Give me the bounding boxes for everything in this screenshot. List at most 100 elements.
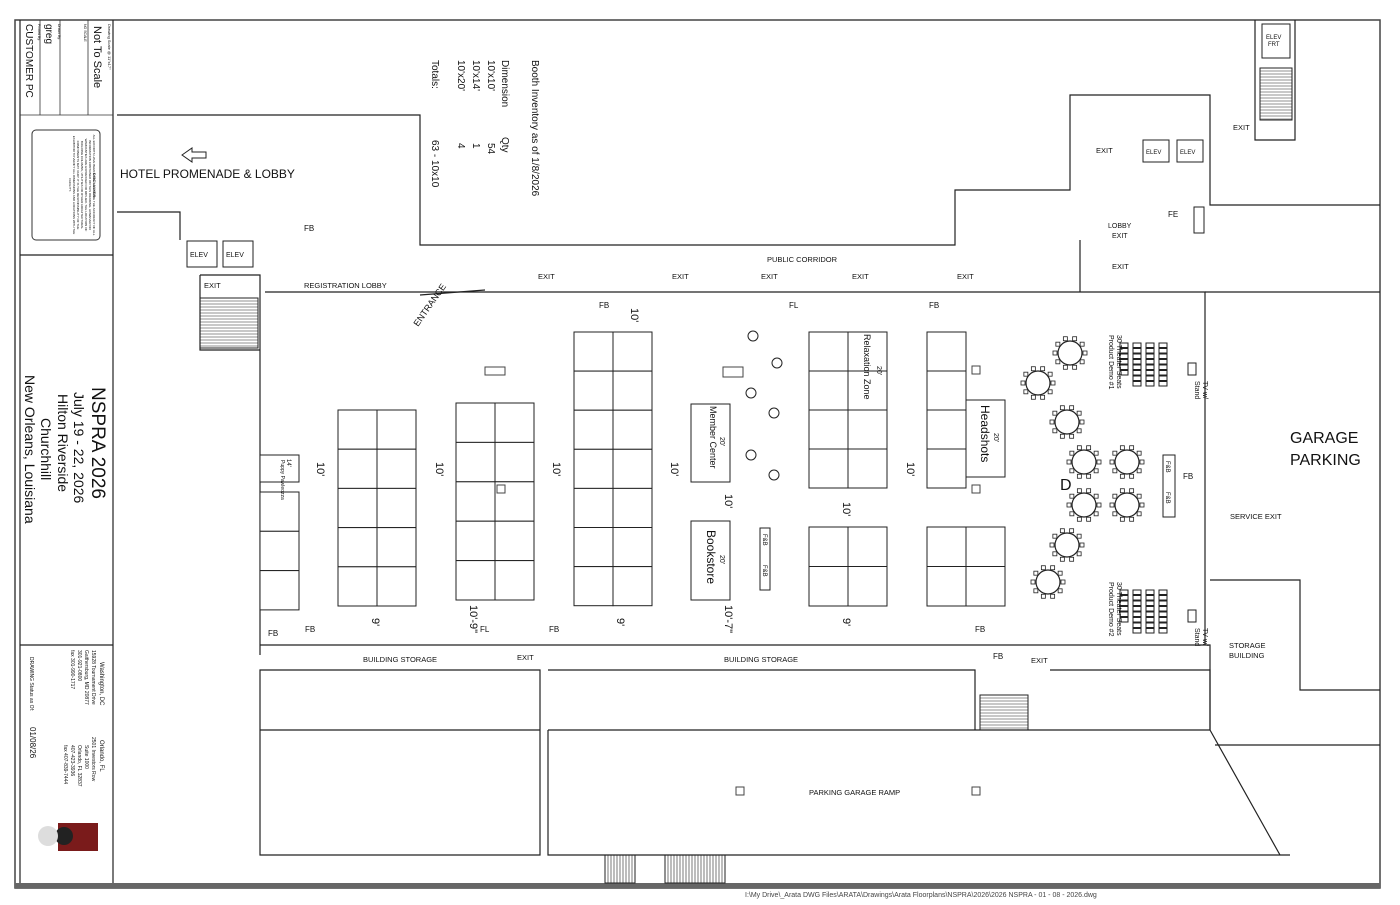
booth-10x10[interactable] <box>808 566 849 607</box>
fl-label: FL <box>789 301 799 310</box>
booth-10x10[interactable] <box>259 491 300 532</box>
fb-label: FB <box>993 652 1003 661</box>
chair <box>1076 551 1082 557</box>
booth-10x10[interactable] <box>965 566 1006 607</box>
booth-10x10[interactable] <box>337 566 378 607</box>
fe-label: FE <box>1168 210 1178 219</box>
exit-label: EXIT <box>1233 123 1250 132</box>
booth-10x10[interactable] <box>847 370 888 411</box>
booth-10x10[interactable] <box>612 409 653 450</box>
booth-10x10[interactable] <box>573 448 614 489</box>
booth-10x10[interactable] <box>337 448 378 489</box>
booth-10x10[interactable] <box>573 487 614 528</box>
booth-10x10[interactable] <box>847 448 888 489</box>
chair <box>1129 473 1135 479</box>
booth-bookstore[interactable] <box>690 520 731 601</box>
booth-10x10[interactable] <box>612 370 653 411</box>
booth-10x10[interactable] <box>847 409 888 450</box>
freight-elevator <box>1261 23 1291 59</box>
theater-seat <box>1132 353 1142 359</box>
theater-seat <box>1119 364 1129 370</box>
booth-10x10[interactable] <box>455 402 496 443</box>
room-public-corridor: PUBLIC CORRIDOR <box>767 255 838 264</box>
booth-10x10[interactable] <box>926 448 967 489</box>
booth-10x10[interactable] <box>376 409 417 450</box>
chair <box>1076 488 1082 494</box>
booth-10x10[interactable] <box>376 566 417 607</box>
booth-10x10[interactable] <box>573 409 614 450</box>
booth-10x10[interactable] <box>926 566 967 607</box>
chair <box>1129 488 1135 494</box>
booth-10x10[interactable] <box>376 527 417 568</box>
booth-10x10[interactable] <box>573 527 614 568</box>
chair <box>1093 511 1099 517</box>
booth-10x10[interactable] <box>847 331 888 372</box>
booth-10x10[interactable] <box>612 331 653 372</box>
booth-10x10[interactable] <box>455 441 496 483</box>
booth-10x10[interactable] <box>808 370 849 411</box>
booth-10x10[interactable] <box>612 527 653 568</box>
booth-10x10[interactable] <box>376 487 417 529</box>
booth-10x10[interactable] <box>926 331 967 372</box>
special-booths: 14' Puppy Pawleozza 20' Member Center 20… <box>259 334 1006 601</box>
chair <box>1047 389 1053 395</box>
booth-10x10[interactable] <box>612 566 653 607</box>
booth-10x10[interactable] <box>455 560 496 601</box>
booth-10x10[interactable] <box>965 526 1006 567</box>
booth-10x10[interactable] <box>573 566 614 607</box>
elevator-label: ELEV <box>1180 150 1195 156</box>
booth-10x10[interactable] <box>259 530 300 572</box>
booth-10x10[interactable] <box>337 487 378 529</box>
booth-10x10[interactable] <box>847 526 888 567</box>
chair <box>1047 371 1053 377</box>
booth-10x10[interactable] <box>612 487 653 528</box>
chair <box>1052 428 1058 434</box>
chair <box>1109 459 1115 465</box>
dimension-label: 10'-7" <box>722 605 734 633</box>
small-square <box>971 484 981 494</box>
booth-member-center[interactable] <box>690 403 731 483</box>
dimension-label: 9' <box>840 618 852 626</box>
booth-10x10[interactable] <box>573 370 614 411</box>
theater-seat <box>1132 348 1142 354</box>
booth-10x10[interactable] <box>337 409 378 450</box>
booth-10x10[interactable] <box>808 331 849 372</box>
booth-10x10[interactable] <box>808 409 849 450</box>
booth-10x10[interactable] <box>494 402 535 443</box>
stairs <box>199 67 1293 884</box>
theater-seat <box>1145 595 1155 601</box>
theater-seat <box>1145 359 1155 365</box>
booth-10x10[interactable] <box>494 441 535 483</box>
office-dc-line: fax 301-990-1717 <box>69 650 75 689</box>
building-storage-label: BUILDING STORAGE <box>724 655 798 664</box>
company-logo <box>38 823 98 851</box>
booth-10x10[interactable] <box>847 566 888 607</box>
booth-10x10[interactable] <box>612 448 653 489</box>
booth-10x10[interactable] <box>494 481 535 522</box>
chair <box>1030 579 1036 585</box>
theater-seat <box>1158 353 1168 359</box>
booth-10x10[interactable] <box>573 331 614 372</box>
elevator <box>222 240 254 268</box>
booth-10x10[interactable] <box>926 526 967 567</box>
booth-10x10[interactable] <box>494 520 535 562</box>
booth-10x10[interactable] <box>455 520 496 562</box>
booth-10x10[interactable] <box>376 448 417 489</box>
puppy-name: Puppy Pawleozza <box>279 460 285 500</box>
booth-10x10[interactable] <box>808 526 849 567</box>
chair <box>1129 516 1135 522</box>
booth-10x10[interactable] <box>337 527 378 568</box>
office-dc-line: Gaithersburg, MD 20877 <box>83 650 89 705</box>
fnb-station <box>759 527 771 591</box>
booth-10x10[interactable] <box>926 409 967 450</box>
chair <box>1033 588 1039 594</box>
booth-10x10[interactable] <box>808 448 849 489</box>
booth-10x10[interactable] <box>494 560 535 601</box>
scale-sub: NO SCALE <box>83 24 87 42</box>
booth-headshots[interactable] <box>965 399 1006 478</box>
booth-10x10[interactable] <box>926 370 967 411</box>
booth-10x10[interactable] <box>259 570 300 611</box>
highboy-table <box>771 357 783 369</box>
booth-10x10[interactable] <box>455 481 496 522</box>
booth-puppy-pawleozza[interactable] <box>259 454 300 483</box>
